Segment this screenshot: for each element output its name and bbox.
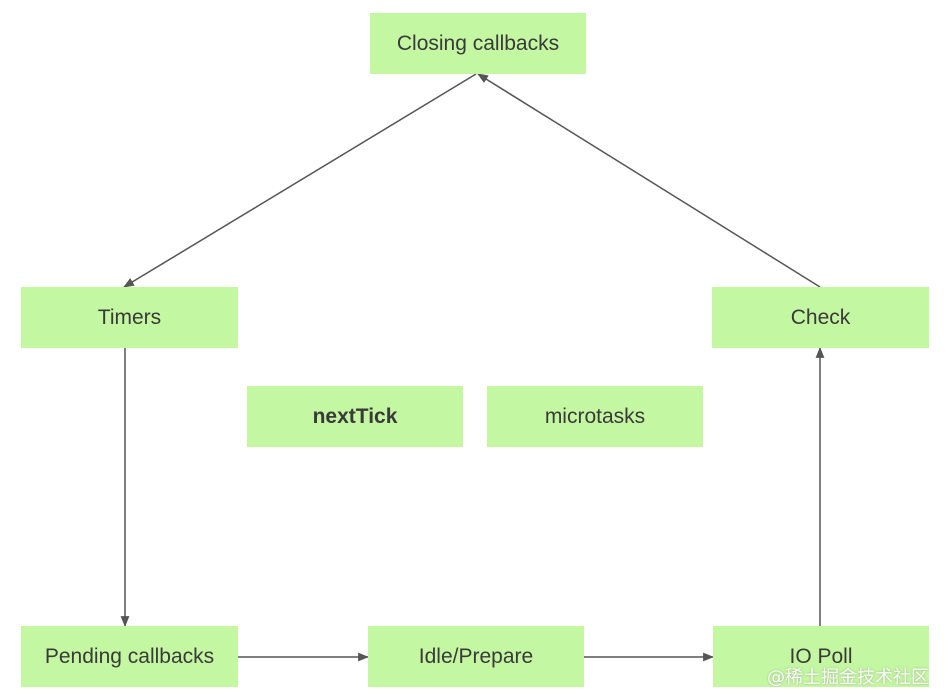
node-pending-callbacks: Pending callbacks bbox=[21, 626, 238, 687]
node-closing-callbacks: Closing callbacks bbox=[370, 13, 586, 74]
node-idle-prepare: Idle/Prepare bbox=[368, 626, 584, 687]
node-check: Check bbox=[712, 287, 929, 348]
node-idle-prepare-label: Idle/Prepare bbox=[418, 644, 534, 668]
node-microtasks: microtasks bbox=[487, 386, 703, 447]
node-timers: Timers bbox=[21, 287, 238, 348]
node-io-poll-label: IO Poll bbox=[789, 644, 853, 668]
node-pending-callbacks-label: Pending callbacks bbox=[44, 644, 215, 668]
node-timers-label: Timers bbox=[97, 305, 162, 329]
node-closing-callbacks-label: Closing callbacks bbox=[396, 31, 560, 55]
edge-check-to-closing bbox=[477, 73, 821, 288]
node-check-label: Check bbox=[790, 305, 851, 329]
node-io-poll: IO Poll bbox=[713, 626, 929, 687]
node-nexttick: nextTick bbox=[247, 386, 463, 447]
node-nexttick-label: nextTick bbox=[312, 404, 398, 428]
edge-closing-to-timers bbox=[123, 73, 477, 288]
node-microtasks-label: microtasks bbox=[544, 404, 646, 428]
